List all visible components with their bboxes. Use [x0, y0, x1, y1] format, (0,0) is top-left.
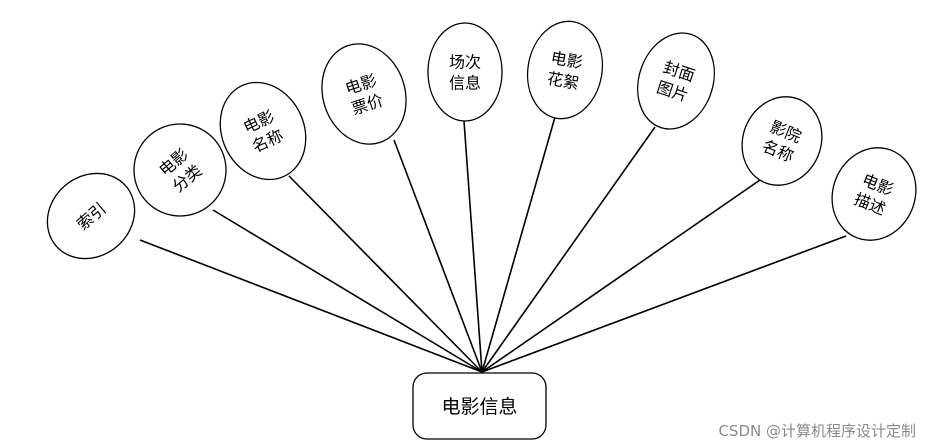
entity-box [412, 372, 547, 440]
attribute-ellipse [321, 43, 407, 145]
attribute-ellipses: 索引电影分类电影名称电影票价场次信息电影花絮封面图片影院名称电影描述 [46, 20, 917, 260]
attribute-ellipse [741, 96, 823, 186]
entity-label: 电影信息 [441, 396, 517, 418]
connector-line [393, 139, 483, 373]
connector-line [288, 175, 483, 373]
connector-line [481, 126, 656, 373]
attribute-label: 场次 [449, 53, 481, 72]
attribute-ellipse [831, 147, 917, 241]
connector-line [463, 120, 483, 373]
watermark: CSDN @计算机程序设计定制 [718, 422, 916, 440]
connector-lines [139, 116, 847, 373]
attribute-ellipse [427, 22, 503, 122]
connector-line [139, 239, 483, 373]
connector-line [481, 179, 761, 373]
attribute-ellipse [219, 81, 307, 181]
attribute-ellipse [637, 32, 715, 130]
attribute-node: 索引 [46, 172, 136, 260]
connector-line [481, 235, 847, 373]
attribute-ellipse [526, 20, 604, 120]
connector-line [481, 116, 556, 373]
entity: 电影信息 [412, 372, 547, 440]
attribute-ellipse [46, 172, 136, 260]
attribute-ellipse [133, 123, 227, 217]
connector-line [212, 209, 483, 373]
attribute-label: 信息 [449, 74, 481, 93]
